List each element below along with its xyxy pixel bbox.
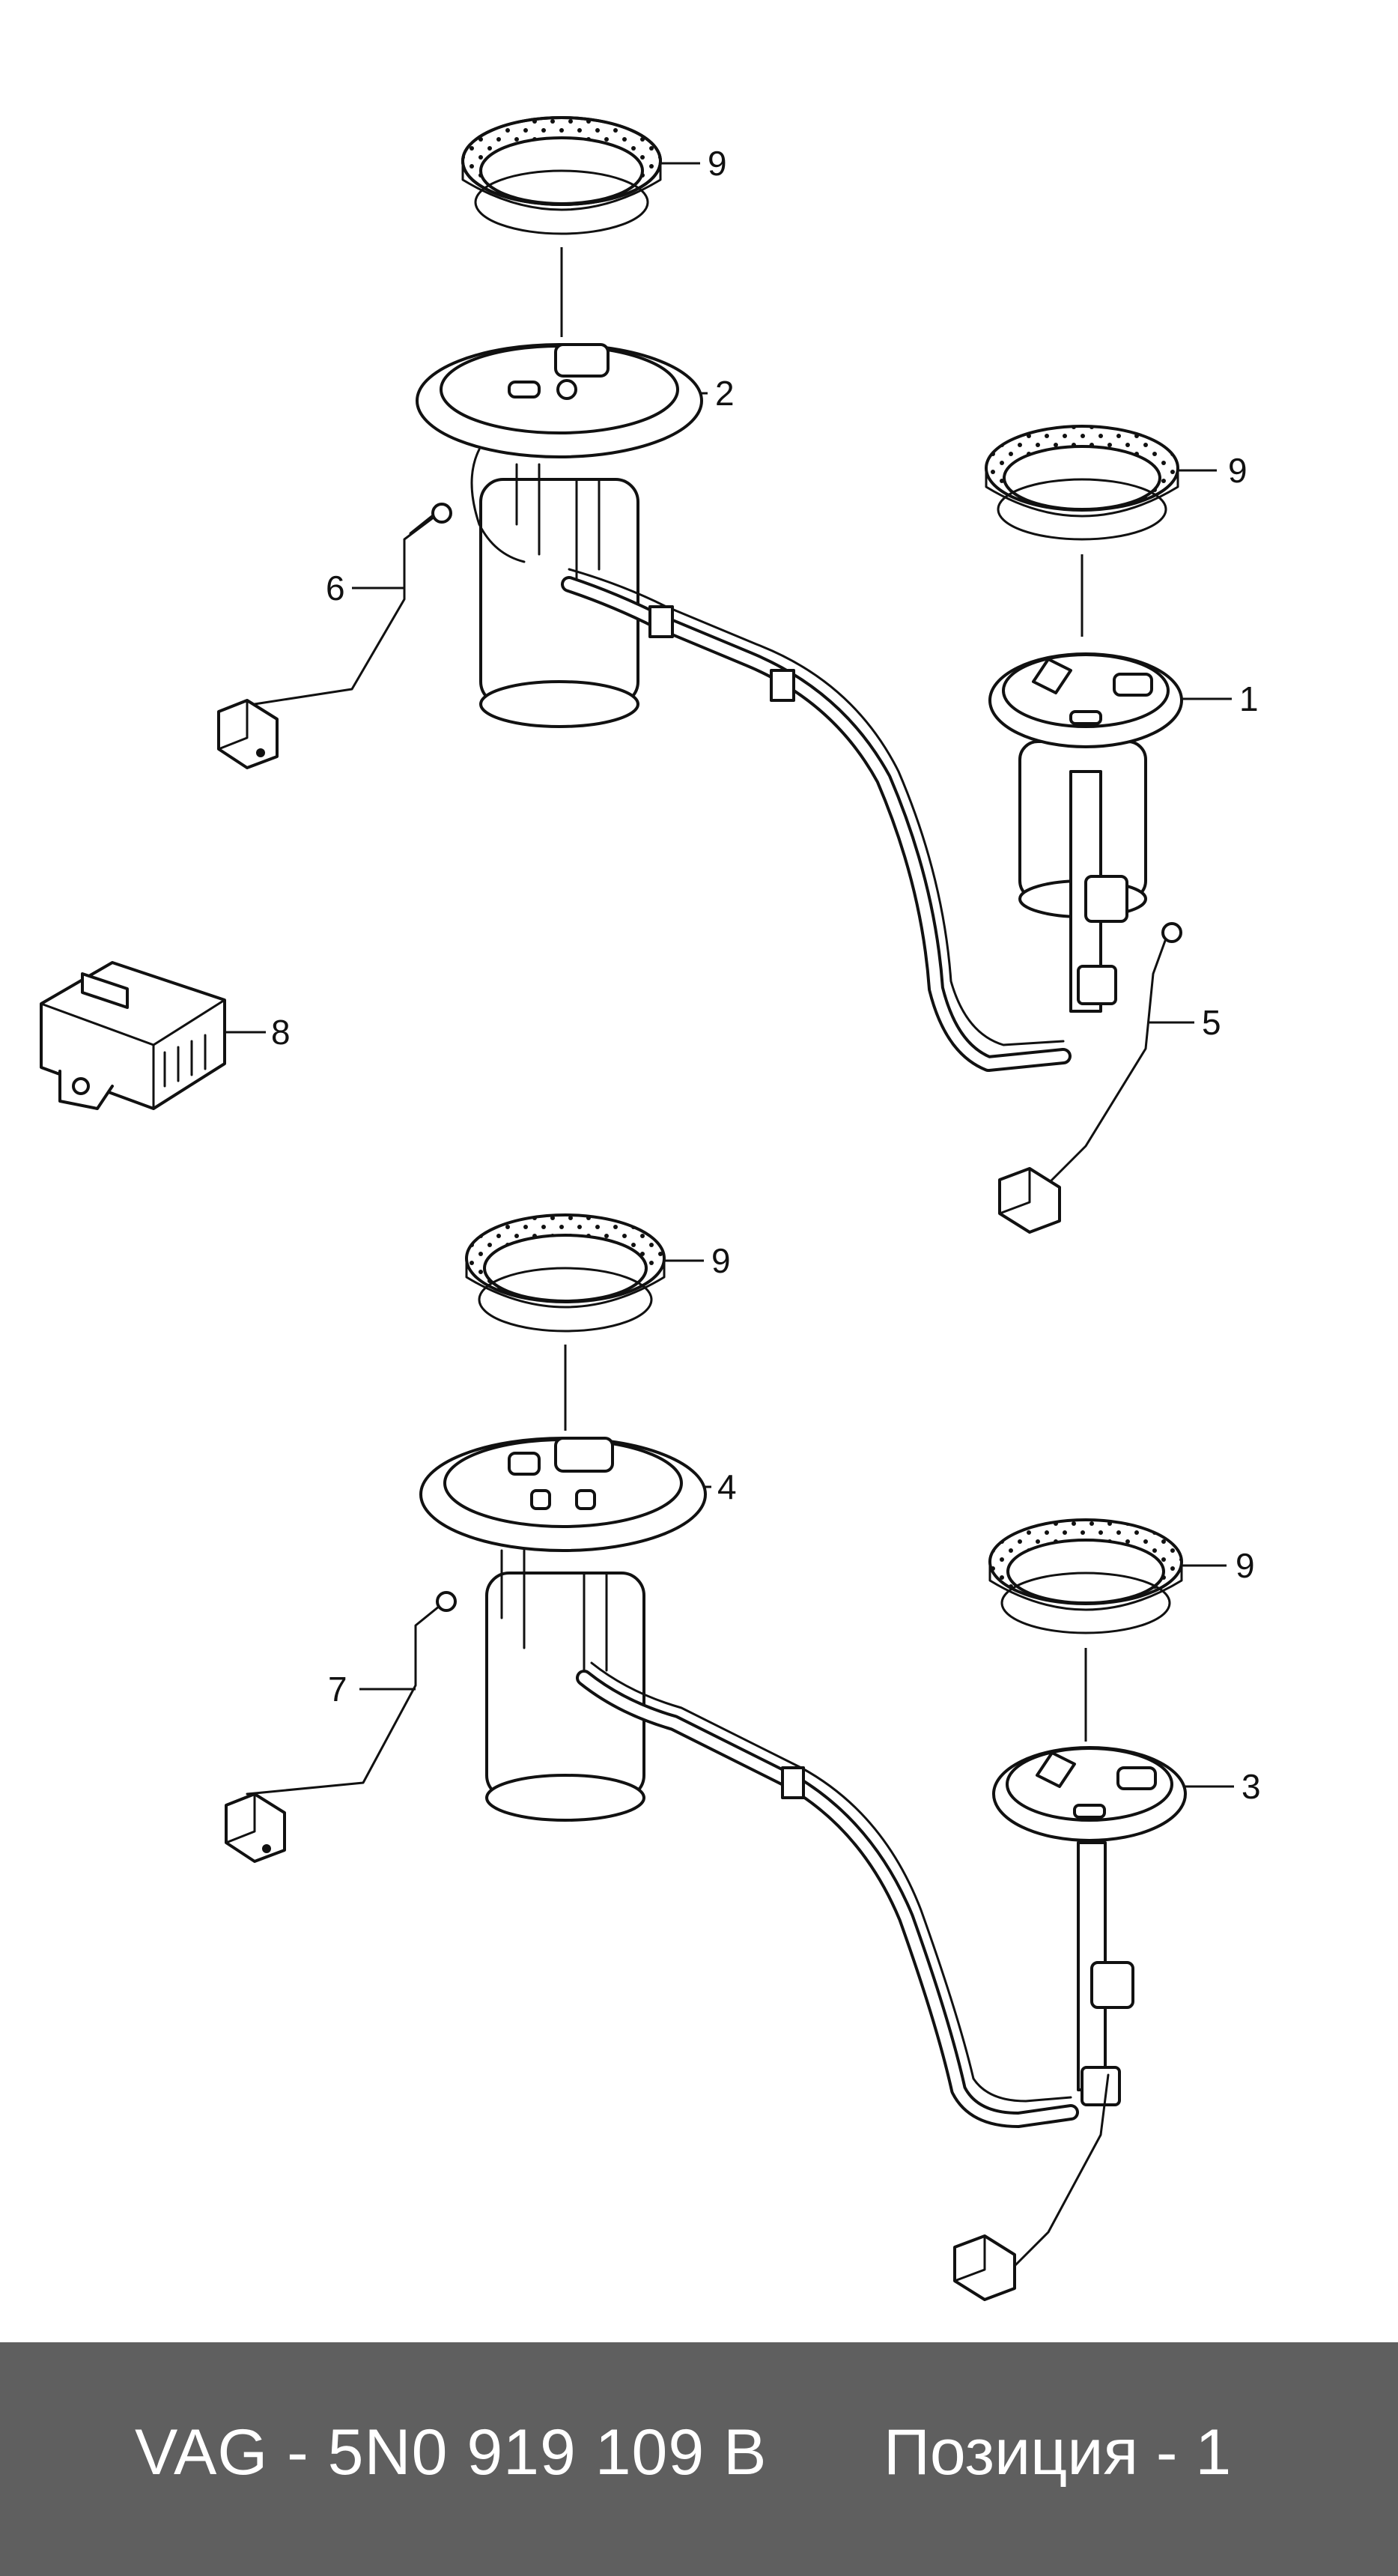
svg-text:9: 9 bbox=[1228, 451, 1247, 490]
svg-text:6: 6 bbox=[326, 569, 345, 607]
svg-text:5: 5 bbox=[1202, 1003, 1221, 1042]
fuel-hose-bottom bbox=[576, 1661, 1079, 2128]
svg-text:9: 9 bbox=[708, 144, 727, 183]
level-sender-bottom-right bbox=[953, 2073, 1110, 2301]
fuel-hose-top bbox=[561, 568, 1072, 1072]
seal-ring-bottom-right bbox=[988, 1518, 1183, 1634]
svg-text:8: 8 bbox=[271, 1013, 291, 1052]
level-sender-top-left bbox=[217, 503, 452, 769]
callout-pump-unit-right-top: 1 bbox=[1182, 679, 1259, 718]
callout-seal-bottom-left: 9 bbox=[664, 1241, 731, 1280]
svg-text:2: 2 bbox=[715, 374, 735, 413]
callout-sender-left-bottom: 7 bbox=[328, 1670, 416, 1709]
callout-sender-right-top: 5 bbox=[1149, 1003, 1221, 1042]
fuel-pump-unit-bottom-left bbox=[419, 1437, 707, 1822]
svg-text:4: 4 bbox=[717, 1467, 737, 1506]
seal-ring-bottom-left bbox=[465, 1213, 666, 1333]
seal-ring-top-left bbox=[461, 116, 662, 235]
level-sender-top-right bbox=[998, 922, 1182, 1234]
callout-pump-unit-bottom: 4 bbox=[705, 1467, 737, 1506]
callout-pump-unit-top: 2 bbox=[702, 374, 735, 413]
position-label: Позиция - 1 bbox=[884, 2416, 1232, 2488]
svg-text:7: 7 bbox=[328, 1670, 347, 1709]
callout-sender-left-top: 6 bbox=[326, 569, 404, 607]
callout-seal-top-right: 9 bbox=[1178, 451, 1247, 490]
footer-bar: VAG - 5N0 919 109 B Позиция - 1 bbox=[0, 2342, 1398, 2576]
level-sender-bottom-left bbox=[225, 1591, 457, 1863]
callout-control-unit: 8 bbox=[225, 1013, 291, 1052]
fuel-pump-unit-top-right bbox=[988, 652, 1183, 1013]
svg-text:1: 1 bbox=[1239, 679, 1259, 718]
seal-ring-top-right bbox=[985, 425, 1179, 541]
svg-text:3: 3 bbox=[1242, 1767, 1261, 1806]
svg-text:9: 9 bbox=[1236, 1546, 1255, 1585]
svg-text:9: 9 bbox=[711, 1241, 731, 1280]
callout-pump-unit-right-bottom: 3 bbox=[1185, 1767, 1261, 1806]
callout-seal-top-left: 9 bbox=[660, 144, 727, 183]
fuel-pump-control-unit bbox=[40, 961, 226, 1110]
callout-seal-bottom-right: 9 bbox=[1182, 1546, 1255, 1585]
part-number-label: VAG - 5N0 919 109 B bbox=[135, 2416, 768, 2488]
fuel-pump-unit-bottom-right bbox=[992, 1746, 1187, 2106]
parts-diagram: 9 2 9 1 6 5 8 9 4 9 3 7 bbox=[40, 116, 1261, 2301]
fuel-pump-unit-top-left bbox=[416, 343, 703, 728]
